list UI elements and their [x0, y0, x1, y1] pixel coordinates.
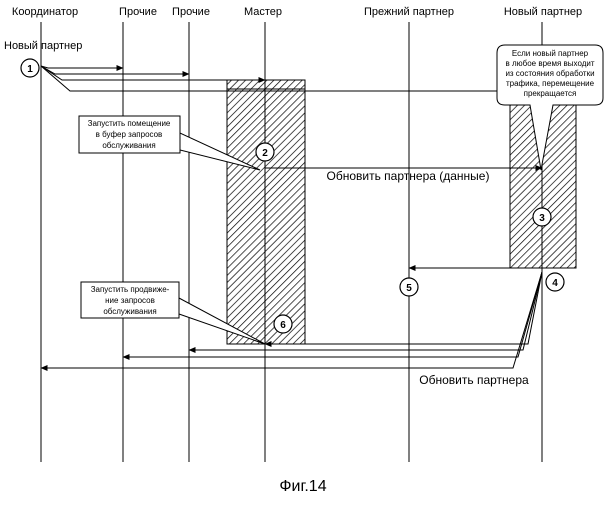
- lane-label-new-partner: Новый партнер: [504, 6, 582, 18]
- note-condition-line-5: прекращается: [524, 89, 577, 98]
- lane-label-master: Мастер: [244, 6, 282, 18]
- note-condition-line-2: в любое время выходит: [505, 59, 594, 68]
- note-condition-line-1: Если новый партнер: [512, 49, 589, 58]
- note-start-advance-line-2: ние запросов: [105, 296, 155, 305]
- message-update-partner: Обновить партнера: [419, 373, 529, 387]
- note-start-buffer-line-2: в буфер запросов: [96, 130, 163, 139]
- note-condition-line-3: из состояния обработки: [505, 69, 594, 78]
- figure-caption: Фиг.14: [279, 478, 326, 495]
- step-number-3: 3: [539, 213, 545, 224]
- message-update-partner-data: Обновить партнера (данные): [327, 169, 490, 183]
- lane-label-previous-partner: Прежний партнер: [364, 6, 454, 18]
- step-number-1: 1: [27, 64, 33, 75]
- step-number-6: 6: [280, 320, 286, 331]
- lifelines: [41, 22, 409, 462]
- step-number-5: 5: [406, 283, 412, 294]
- lane-label-others-1: Прочие: [119, 6, 157, 18]
- lane-label-coordinator: Координатор: [12, 6, 78, 18]
- note-start-buffer-line-3: обслуживания: [102, 141, 155, 150]
- step-number-4: 4: [552, 278, 558, 289]
- note-start-buffer-line-1: Запустить помещение: [88, 119, 171, 128]
- note-start-advance-line-3: обслуживания: [103, 307, 156, 316]
- lane-sublabel-new-partner: Новый партнер: [4, 40, 82, 52]
- lane-label-others-2: Прочие: [172, 6, 210, 18]
- note-condition-line-4: трафика, перемещение: [506, 79, 595, 88]
- note-start-advance-line-1: Запустить продвиже-: [91, 285, 170, 294]
- step-number-2: 2: [262, 148, 268, 159]
- master-activation-box: [227, 80, 305, 344]
